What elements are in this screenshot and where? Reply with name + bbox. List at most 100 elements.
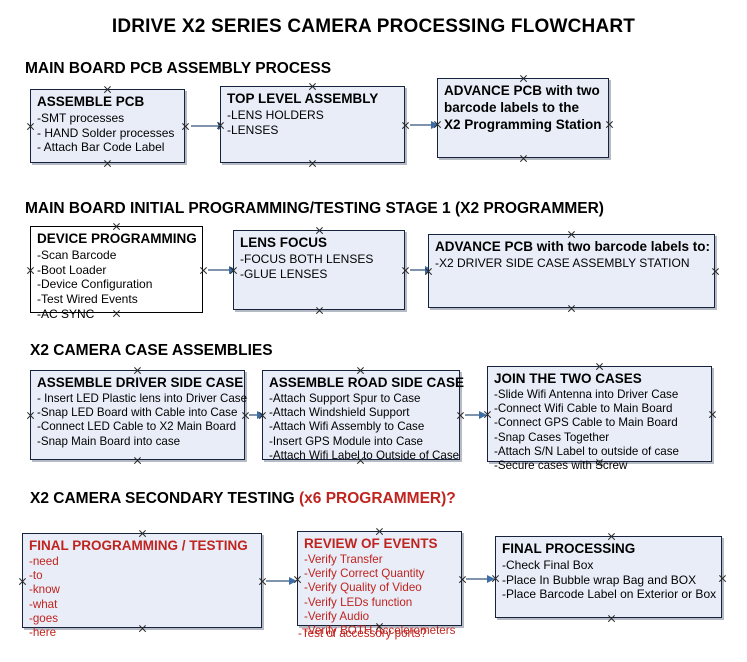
node-title: ASSEMBLE ROAD SIDE CASE [269, 375, 465, 390]
connection-handle-right[interactable] [181, 122, 190, 131]
node-device-programming[interactable]: DEVICE PROGRAMMING -Scan Barcode -Boot L… [30, 226, 203, 321]
node-line: -Place Barcode Label on Exterior or Box [502, 587, 717, 602]
node-title: X2 Programming Station [444, 117, 602, 133]
node-title: LENS FOCUS [240, 235, 328, 250]
connection-handle-left[interactable] [424, 267, 433, 276]
connection-handle-bottom[interactable] [375, 622, 384, 631]
node-title: ASSEMBLE DRIVER SIDE CASE [37, 375, 244, 390]
connection-handle-right[interactable] [199, 266, 208, 275]
node-final-processing[interactable]: FINAL PROCESSING -Check Final Box -Place… [495, 536, 722, 618]
connection-handle-right[interactable] [711, 267, 720, 276]
node-line: -Verify LEDs function [304, 595, 413, 609]
node-title: FINAL PROCESSING [502, 541, 636, 556]
connection-handle-top[interactable] [315, 226, 324, 235]
node-assemble-driver-side-case[interactable]: ASSEMBLE DRIVER SIDE CASE - Insert LED P… [30, 370, 247, 460]
node-line: -goes [29, 611, 59, 625]
connection-handle-right[interactable] [401, 121, 410, 130]
connection-handle-right[interactable] [401, 266, 410, 275]
node-line: -Connect LED Cable to X2 Main Board [37, 420, 237, 434]
connector-arrow [466, 574, 495, 583]
node-line: -Snap Cases Together [494, 430, 610, 444]
connection-handle-top[interactable] [567, 230, 576, 239]
node-title: TOP LEVEL ASSEMBLY [227, 91, 379, 106]
connection-handle-top[interactable] [103, 85, 112, 94]
connection-handle-bottom[interactable] [519, 154, 528, 163]
connection-handle-left[interactable] [491, 574, 500, 583]
connection-handle-top[interactable] [356, 366, 365, 375]
section-header-main-board-initial-programming: MAIN BOARD INITIAL PROGRAMMING/TESTING S… [25, 200, 604, 217]
connection-handle-bottom[interactable] [595, 458, 604, 467]
node-line: -Snap LED Board with Cable into Case [37, 406, 238, 420]
section-header-text: X2 CAMERA SECONDARY TESTING [30, 490, 299, 507]
node-line: -Boot Loader [37, 262, 107, 277]
section-header-x2-camera-case-assemblies: X2 CAMERA CASE ASSEMBLIES [30, 342, 273, 359]
connection-handle-bottom[interactable] [567, 304, 576, 313]
node-line: -LENSES [227, 122, 279, 137]
connection-handle-bottom[interactable] [103, 159, 112, 168]
connection-handle-left[interactable] [216, 121, 225, 130]
node-title: ADVANCE PCB with two barcode labels to: [435, 239, 711, 254]
connection-handle-left[interactable] [26, 122, 35, 131]
connector-arrow [208, 265, 237, 274]
node-review-of-events[interactable]: REVIEW OF EVENTS -Verify Transfer -Verif… [297, 531, 462, 637]
connection-handle-top[interactable] [112, 222, 121, 231]
connection-handle-left[interactable] [483, 410, 492, 419]
node-assemble-pcb[interactable]: ASSEMBLE PCB -SMT processes - HAND Solde… [30, 89, 185, 163]
node-line: - Attach Bar Code Label [37, 140, 165, 155]
connection-handle-left[interactable] [26, 411, 35, 420]
connection-handle-bottom[interactable] [112, 309, 121, 318]
node-lens-focus[interactable]: LENS FOCUS -FOCUS BOTH LENSES -GLUE LENS… [233, 230, 405, 310]
node-line: -FOCUS BOTH LENSES [240, 252, 374, 267]
node-line: -Verify Correct Quantity [304, 567, 425, 581]
node-title: ADVANCE PCB with two [444, 83, 600, 98]
node-line: -need [29, 555, 59, 569]
connection-handle-top[interactable] [519, 74, 528, 83]
node-assemble-road-side-case[interactable]: ASSEMBLE ROAD SIDE CASE -Attach Support … [262, 370, 465, 462]
connection-handle-bottom[interactable] [138, 624, 147, 633]
node-line: -Place In Bubble wrap Bag and BOX [502, 572, 697, 587]
connection-handle-top[interactable] [375, 527, 384, 536]
connection-handle-top[interactable] [595, 362, 604, 371]
connection-handle-left[interactable] [18, 577, 27, 586]
node-line: -Verify Transfer [304, 553, 383, 567]
connector-arrow [410, 120, 439, 129]
node-title: FINAL PROGRAMMING / TESTING [29, 538, 248, 553]
section-header-x2-camera-secondary-testing: X2 CAMERA SECONDARY TESTING (x6 PROGRAMM… [30, 490, 456, 508]
node-line: -Connect Wifi Cable to Main Board [494, 402, 673, 416]
node-title: REVIEW OF EVENTS [304, 536, 438, 551]
connection-handle-right[interactable] [456, 411, 465, 420]
connection-handle-top[interactable] [308, 82, 317, 91]
node-join-the-two-cases[interactable]: JOIN THE TWO CASES -Slide Wifi Antenna i… [487, 366, 712, 472]
node-line: -Attach Windshield Support [269, 406, 410, 420]
connection-handle-top[interactable] [607, 532, 616, 541]
connection-handle-bottom[interactable] [308, 159, 317, 168]
connection-handle-left[interactable] [433, 120, 442, 129]
node-line: - HAND Solder processes [37, 125, 175, 140]
connection-handle-right[interactable] [708, 410, 717, 419]
node-title: ASSEMBLE PCB [37, 94, 145, 109]
node-line: -Slide Wifi Antenna into Driver Case [494, 388, 679, 402]
node-line: -Verify Quality of Video [304, 581, 422, 595]
node-line: -Test Wired Events [37, 292, 138, 307]
node-title: barcode labels to the [444, 100, 580, 116]
node-advance-pcb-programming-station[interactable]: ADVANCE PCB with two barcode labels to t… [437, 78, 609, 158]
node-line: -Check Final Box [502, 558, 594, 573]
connection-handle-bottom[interactable] [607, 614, 616, 623]
node-title: JOIN THE TWO CASES [494, 371, 642, 386]
connection-handle-left[interactable] [26, 266, 35, 275]
node-top-level-assembly[interactable]: TOP LEVEL ASSEMBLY -LENS HOLDERS -LENSES [220, 86, 405, 163]
connection-handle-bottom[interactable] [315, 306, 324, 315]
connection-handle-bottom[interactable] [356, 456, 365, 465]
connection-handle-left[interactable] [293, 575, 302, 584]
node-final-programming-testing[interactable]: FINAL PROGRAMMING / TESTING -need -to -k… [22, 533, 262, 639]
connector-arrow [266, 576, 297, 585]
connection-handle-right[interactable] [718, 574, 727, 583]
connection-handle-top[interactable] [138, 529, 147, 538]
connection-handle-bottom[interactable] [133, 456, 142, 465]
node-advance-pcb-driver-side[interactable]: ADVANCE PCB with two barcode labels to: … [428, 234, 715, 308]
connection-handle-top[interactable] [133, 366, 142, 375]
connection-handle-left[interactable] [258, 411, 267, 420]
connection-handle-left[interactable] [229, 266, 238, 275]
connection-handle-right[interactable] [605, 120, 614, 129]
